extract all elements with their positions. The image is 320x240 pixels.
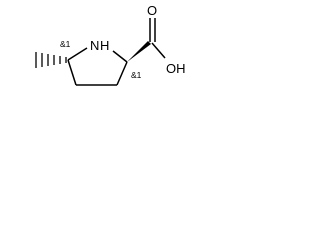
bond-c4-c5	[67, 59, 77, 86]
molecule-canvas: N H O OH &1 &1	[0, 0, 194, 110]
bond-n1-c2	[112, 50, 128, 63]
hydroxyl-label: OH	[166, 61, 186, 76]
bond-c5-n1	[67, 47, 88, 61]
stereo-label-c2: &1	[131, 70, 142, 80]
hydrogen-label: H	[100, 38, 109, 53]
carbonyl-oxygen-label: O	[147, 3, 157, 18]
bond-c2-c3	[116, 61, 128, 86]
stereo-label-c5: &1	[60, 39, 71, 49]
bond-c-oh	[151, 42, 166, 59]
structure-svg: N H O OH &1 &1	[35, 3, 186, 86]
nitrogen-label: N	[90, 38, 99, 53]
hashed-bond-c5-methyl	[35, 52, 67, 68]
wedge-bond-c2-cooh	[127, 41, 151, 62]
